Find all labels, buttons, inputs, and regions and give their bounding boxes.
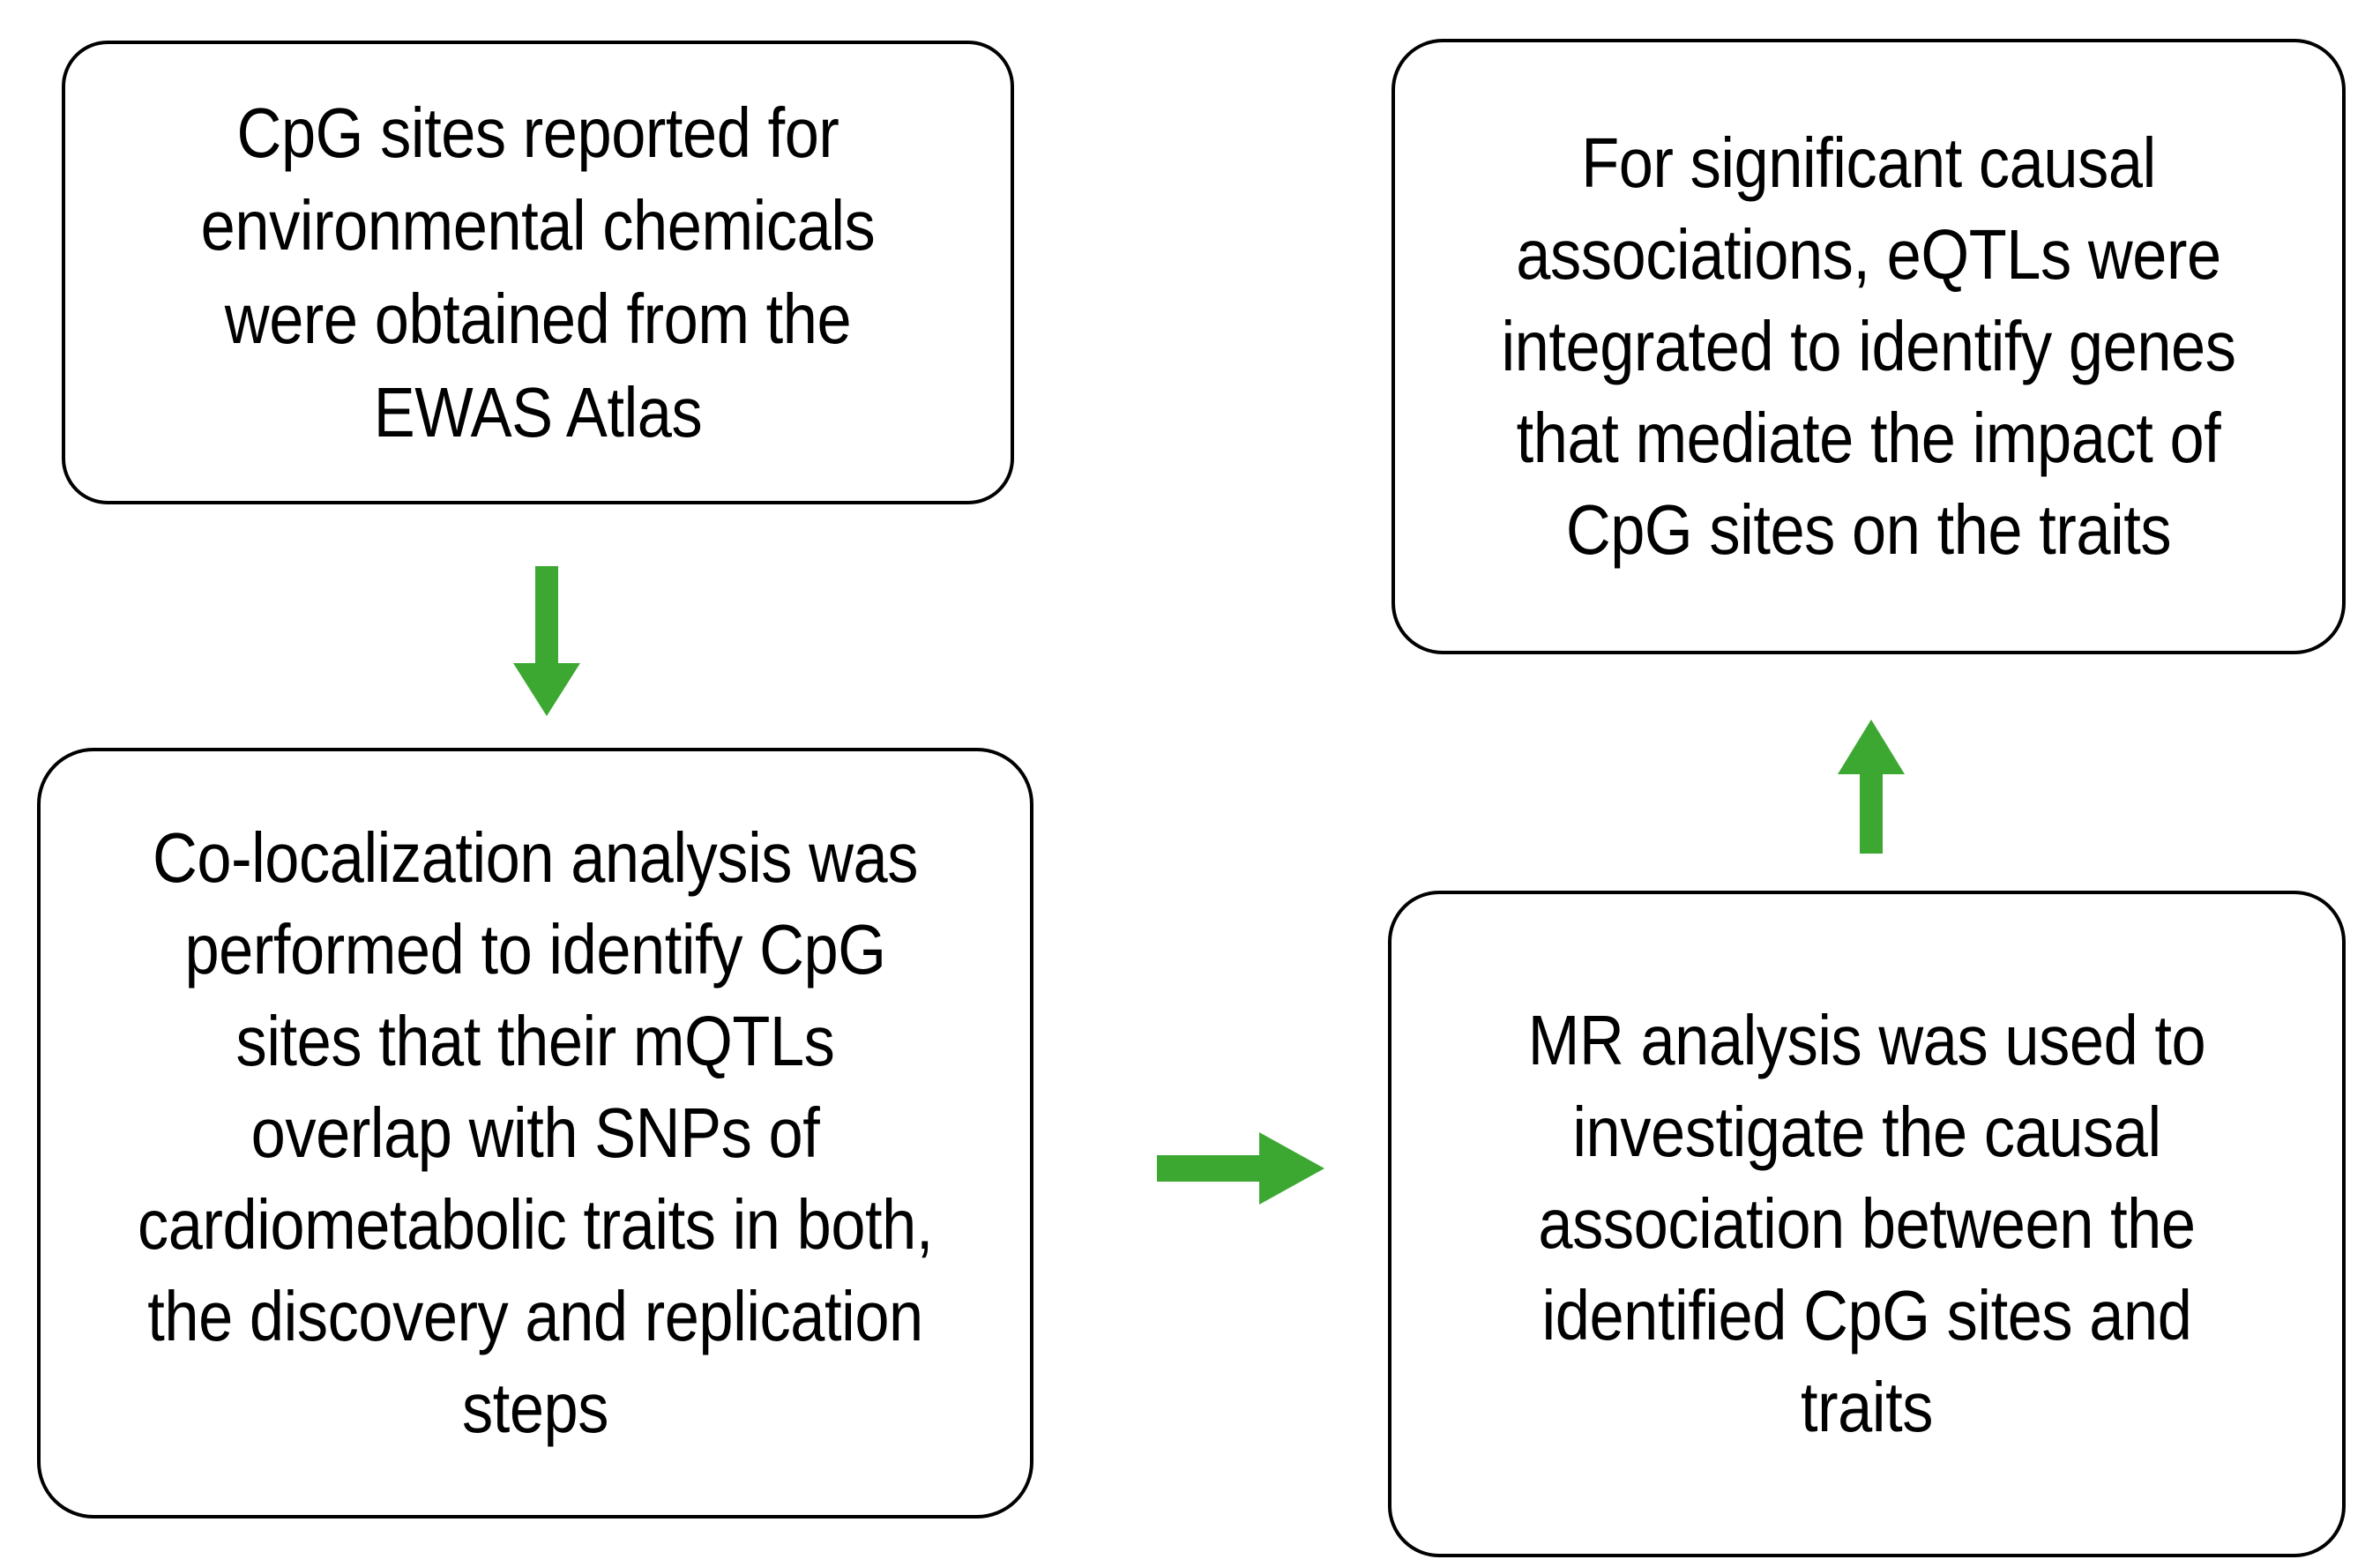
arrow-right-icon [1153, 1120, 1339, 1217]
arrow-up-shape [1838, 720, 1905, 854]
flow-node-eqtl-integration-label: For significant causal associations, eQT… [1501, 123, 2236, 569]
flow-node-eqtl-integration: For significant causal associations, eQT… [1391, 39, 2346, 654]
arrow-right-shape [1157, 1132, 1324, 1205]
flow-node-mr-analysis: MR analysis was used to investigate the … [1388, 891, 2346, 1557]
flow-node-colocalization: Co-localization analysis was performed t… [37, 748, 1033, 1518]
flow-node-ewas-atlas-label: CpG sites reported for environmental che… [200, 93, 876, 451]
arrow-up-icon [1818, 716, 1924, 857]
arrow-down-shape [513, 566, 580, 716]
flow-node-colocalization-label: Co-localization analysis was performed t… [137, 818, 933, 1447]
arrow-down-glyph [513, 566, 580, 716]
arrow-right-glyph [1157, 1132, 1324, 1205]
flow-node-ewas-atlas: CpG sites reported for environmental che… [62, 41, 1014, 504]
flow-node-mr-analysis-label: MR analysis was used to investigate the … [1527, 1001, 2206, 1446]
arrow-up-glyph [1838, 720, 1905, 854]
arrow-down-icon [494, 564, 600, 723]
